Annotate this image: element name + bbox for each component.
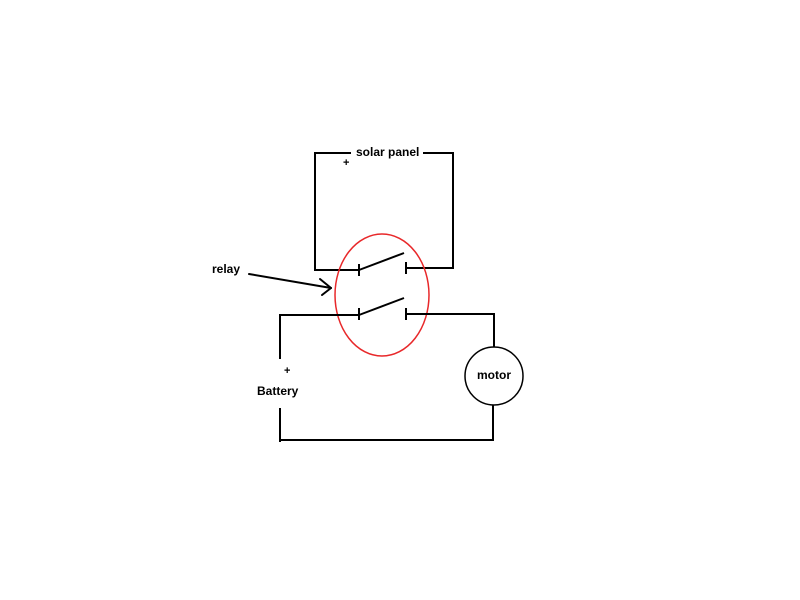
- relay-pointer-arrow: [248, 273, 332, 296]
- relay-lower-blade: [358, 297, 405, 316]
- solar-panel-circuit: [314, 152, 454, 271]
- motor-label: motor: [477, 368, 511, 382]
- relay-highlight-ellipse: [334, 233, 430, 357]
- solar-panel-plus-sign: +: [343, 157, 349, 169]
- relay-switch-upper: [358, 252, 407, 276]
- relay-switch-lower: [358, 297, 407, 320]
- battery-motor-circuit: [279, 313, 495, 442]
- battery-label: Battery: [257, 384, 299, 398]
- relay-upper-blade: [358, 252, 405, 271]
- motor-symbol: [464, 346, 524, 406]
- solar-panel-label: solar panel: [356, 145, 419, 159]
- relay-label: relay: [212, 262, 240, 276]
- battery-plus-sign: +: [284, 365, 290, 377]
